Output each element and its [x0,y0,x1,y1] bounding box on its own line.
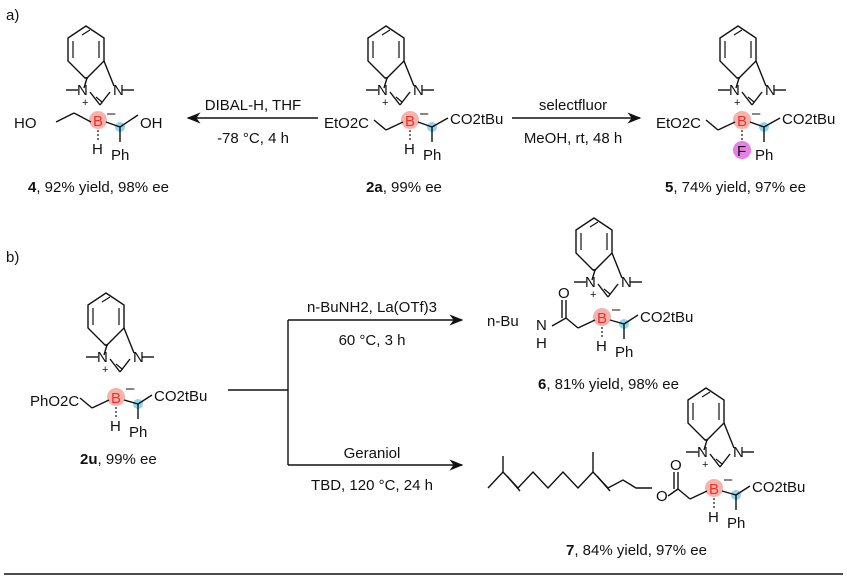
svg-text:EtO2C: EtO2C [324,115,369,132]
svg-text:+: + [702,459,708,471]
condition-selectfluor-solvent: MeOH, rt, 48 h [524,130,622,147]
svg-text:N: N [765,82,776,99]
compound-2a: N N + B – EtO2C H Ph CO2tBu [324,25,503,164]
svg-text:+: + [82,97,88,109]
svg-text:N: N [697,444,708,461]
compound-5: N N + B – EtO2C F Ph CO2tBu [656,25,835,164]
svg-text:H: H [708,509,719,526]
compound-4: N N + B – HO H Ph OH [14,25,163,164]
svg-text:O: O [670,457,682,474]
svg-text:–: – [612,301,621,318]
svg-text:B: B [597,310,607,327]
svg-text:B: B [111,390,121,407]
branch-arrows [228,314,464,471]
svg-text:+: + [590,289,596,301]
svg-text:N: N [729,82,740,99]
condition-tbd: TBD, 120 °C, 24 h [311,477,433,494]
caption-2u: 2u, 99% ee [80,451,157,468]
svg-text:H: H [92,141,103,158]
caption-2a: 2a, 99% ee [366,179,442,196]
svg-text:Ph: Ph [111,147,129,164]
svg-text:Ph: Ph [727,515,745,532]
condition-dibal-temp: -78 °C, 4 h [217,130,289,147]
svg-text:O: O [558,285,570,302]
svg-text:OH: OH [140,115,163,132]
svg-text:B: B [709,481,719,498]
svg-text:Ph: Ph [615,344,633,361]
svg-text:–: – [752,105,761,122]
compound-6: N N + B – O N H n-Bu H Ph CO2tBu [487,217,693,361]
compound-7: N N + B – O O H Ph CO2tBu [656,387,805,532]
svg-text:CO2tBu: CO2tBu [154,388,207,405]
svg-text:N: N [113,82,124,99]
svg-text:HO: HO [14,115,37,132]
svg-text:H: H [596,338,607,355]
caption-7: 7, 84% yield, 97% ee [566,542,707,559]
svg-text:N: N [733,444,744,461]
svg-text:F: F [737,143,746,160]
svg-text:B: B [93,113,103,130]
svg-text:CO2tBu: CO2tBu [782,111,835,128]
svg-text:CO2tBu: CO2tBu [640,309,693,326]
svg-text:n-Bu: n-Bu [487,313,519,330]
compound-2u: N N + B – PhO2C H Ph CO2tBu [30,292,207,441]
svg-text:N: N [77,82,88,99]
svg-text:N: N [133,349,144,366]
svg-text:EtO2C: EtO2C [656,115,701,132]
svg-text:+: + [102,364,108,376]
svg-text:+: + [382,97,388,109]
svg-text:–: – [126,380,135,397]
svg-text:+: + [734,97,740,109]
svg-text:–: – [107,105,116,122]
condition-amine: n-BuNH2, La(OTf)3 [307,299,437,316]
svg-text:H: H [404,141,415,158]
svg-text:H: H [536,335,547,352]
svg-text:N: N [413,82,424,99]
svg-text:N: N [97,349,108,366]
svg-text:B: B [405,113,415,130]
svg-text:N: N [585,274,596,291]
condition-dibal: DIBAL-H, THF [205,97,301,114]
svg-text:Ph: Ph [129,424,147,441]
svg-text:CO2tBu: CO2tBu [752,479,805,496]
svg-text:–: – [724,471,733,488]
svg-text:N: N [377,82,388,99]
condition-selectfluor: selectfluor [539,97,607,114]
svg-text:Ph: Ph [755,147,773,164]
svg-text:N: N [536,317,547,334]
geranyl-chain [487,452,652,492]
caption-6: 6, 81% yield, 98% ee [538,376,679,393]
condition-geraniol: Geraniol [344,445,401,462]
svg-text:Ph: Ph [423,147,441,164]
panel-label-b: b) [6,249,19,266]
svg-text:N: N [621,274,632,291]
svg-text:PhO2C: PhO2C [30,393,79,410]
svg-text:H: H [110,418,121,435]
panel-label-a: a) [6,7,19,24]
svg-text:O: O [656,488,668,505]
svg-text:–: – [420,105,429,122]
condition-amine-temp: 60 °C, 3 h [339,332,406,349]
caption-4: 4, 92% yield, 98% ee [28,179,169,196]
svg-text:CO2tBu: CO2tBu [450,111,503,128]
caption-5: 5, 74% yield, 97% ee [665,179,806,196]
svg-text:B: B [737,113,747,130]
